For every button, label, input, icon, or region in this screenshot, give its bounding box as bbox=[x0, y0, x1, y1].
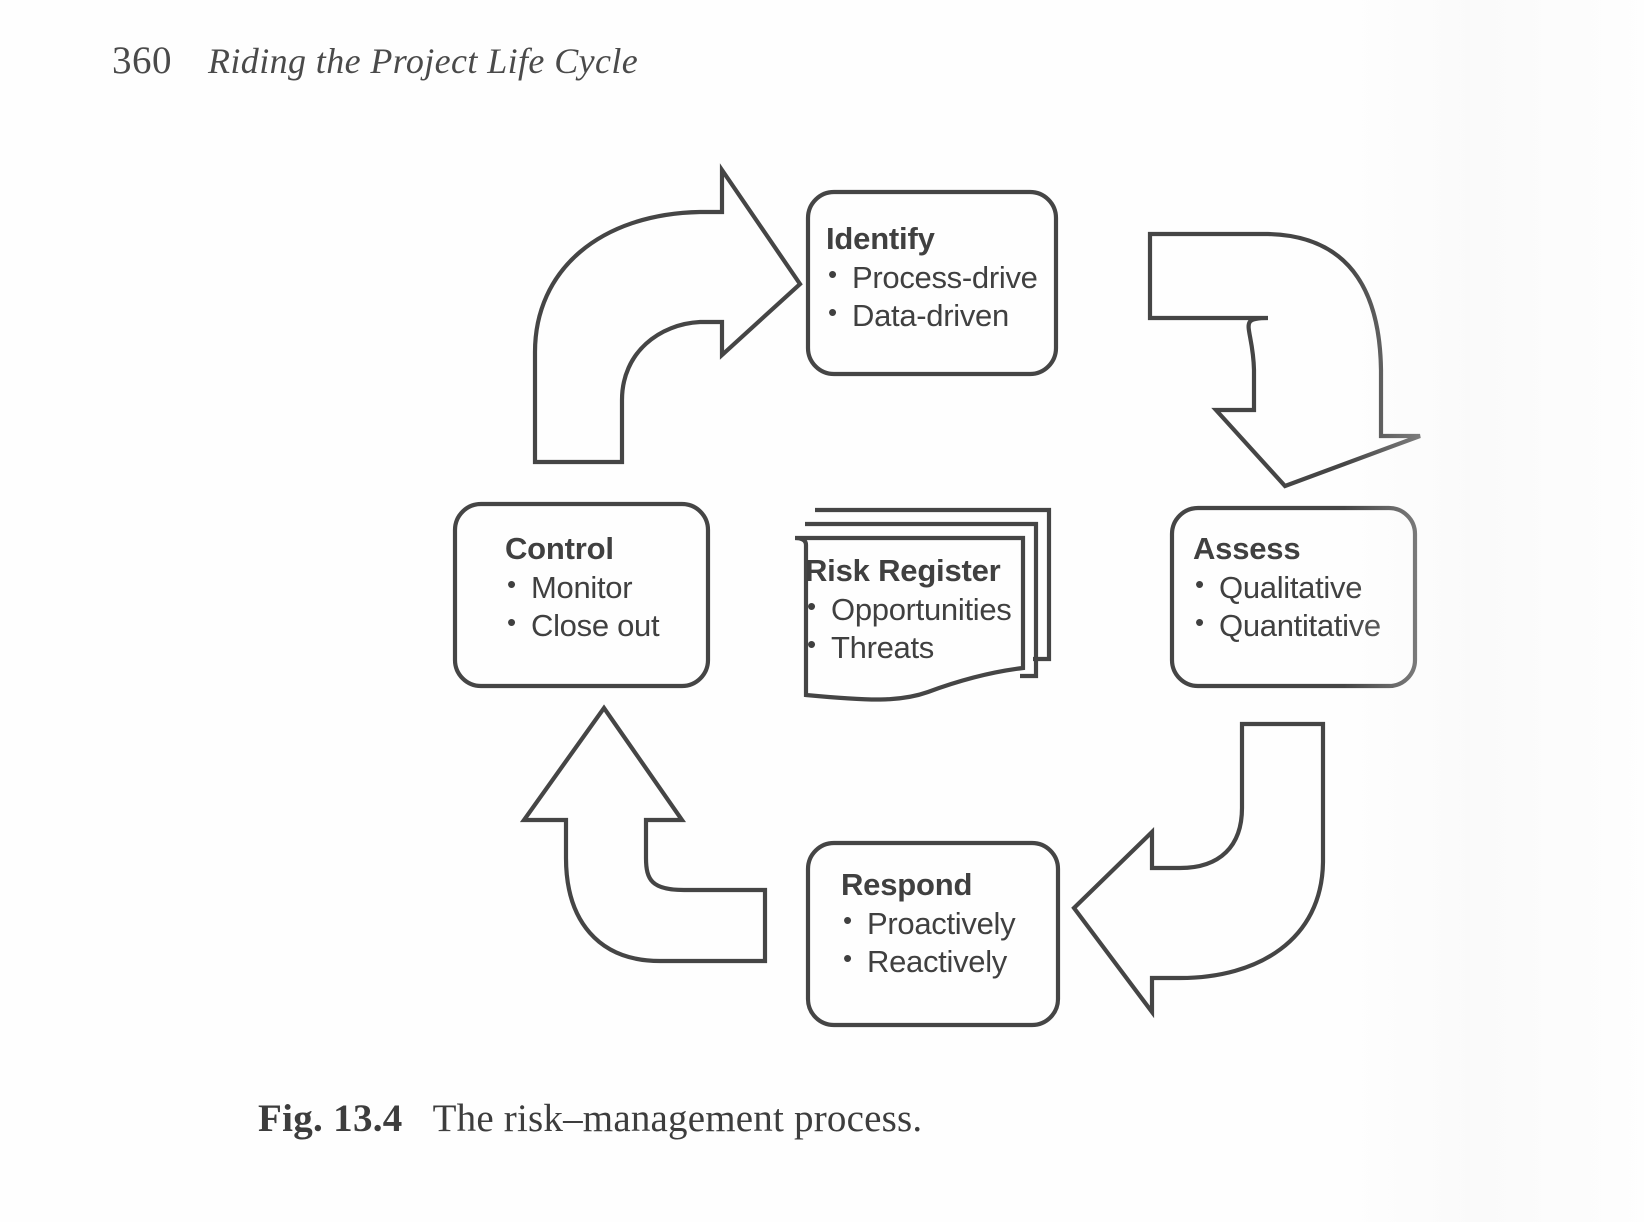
page-number: 360 bbox=[112, 39, 172, 82]
node-risk-register-bullets: Opportunities Threats bbox=[805, 590, 1012, 668]
node-risk-register-heading: Risk Register bbox=[805, 553, 1001, 588]
figure-caption-text: The risk–management process. bbox=[432, 1097, 923, 1140]
node-identify[interactable]: Identify Process-drive Data-driven bbox=[826, 221, 1038, 336]
running-head: 360 Riding the Project Life Cycle bbox=[112, 38, 638, 83]
arrow-control-to-identify bbox=[532, 163, 803, 465]
node-respond-bullet-2: Reactively bbox=[841, 942, 1015, 981]
node-risk-register-bullet-2: Threats bbox=[805, 628, 1011, 667]
node-assess-bullet-2: Quantitative bbox=[1193, 606, 1381, 645]
risk-register-sheet-front bbox=[794, 535, 1026, 702]
node-assess[interactable]: Assess Qualitative Quantitative bbox=[1193, 531, 1381, 646]
risk-register-sheet-mid bbox=[805, 521, 1039, 679]
arrow-identify-to-assess bbox=[1147, 231, 1421, 489]
node-control-bullets: Monitor Close out bbox=[505, 568, 660, 646]
node-assess-bullet-1: Qualitative bbox=[1193, 568, 1381, 607]
node-respond-bullet-1: Proactively bbox=[841, 904, 1016, 943]
node-identify-bullets: Process-drive Data-driven bbox=[826, 258, 1038, 336]
risk-register-sheet-back bbox=[815, 507, 1052, 662]
node-respond[interactable]: Respond Proactively Reactively bbox=[841, 867, 1016, 982]
node-identify-heading: Identify bbox=[826, 221, 935, 256]
node-respond-bullets: Proactively Reactively bbox=[841, 904, 1016, 982]
node-respond-heading: Respond bbox=[841, 867, 973, 902]
node-identify-bullet-1: Process-drive bbox=[826, 258, 1038, 297]
node-assess-bullets: Qualitative Quantitative bbox=[1193, 568, 1381, 646]
node-control[interactable]: Control Monitor Close out bbox=[505, 531, 660, 646]
node-control-bullet-2: Close out bbox=[505, 606, 660, 645]
node-risk-register[interactable]: Risk Register Opportunities Threats bbox=[805, 553, 1012, 668]
node-box-control[interactable] bbox=[452, 501, 711, 689]
node-identify-bullet-2: Data-driven bbox=[826, 296, 1038, 335]
node-control-heading: Control bbox=[505, 531, 614, 566]
running-title: Riding the Project Life Cycle bbox=[208, 41, 639, 81]
node-assess-heading: Assess bbox=[1193, 531, 1301, 566]
node-box-respond[interactable] bbox=[805, 840, 1061, 1028]
arrow-respond-to-control bbox=[519, 704, 768, 964]
node-box-identify[interactable] bbox=[805, 189, 1059, 377]
figure-caption: Fig. 13.4 The risk–management process. bbox=[258, 1096, 922, 1141]
arrow-assess-to-respond bbox=[1071, 721, 1326, 1019]
node-control-bullet-1: Monitor bbox=[505, 568, 659, 607]
node-risk-register-bullet-1: Opportunities bbox=[805, 590, 1012, 629]
figure-caption-label: Fig. 13.4 bbox=[258, 1097, 403, 1140]
